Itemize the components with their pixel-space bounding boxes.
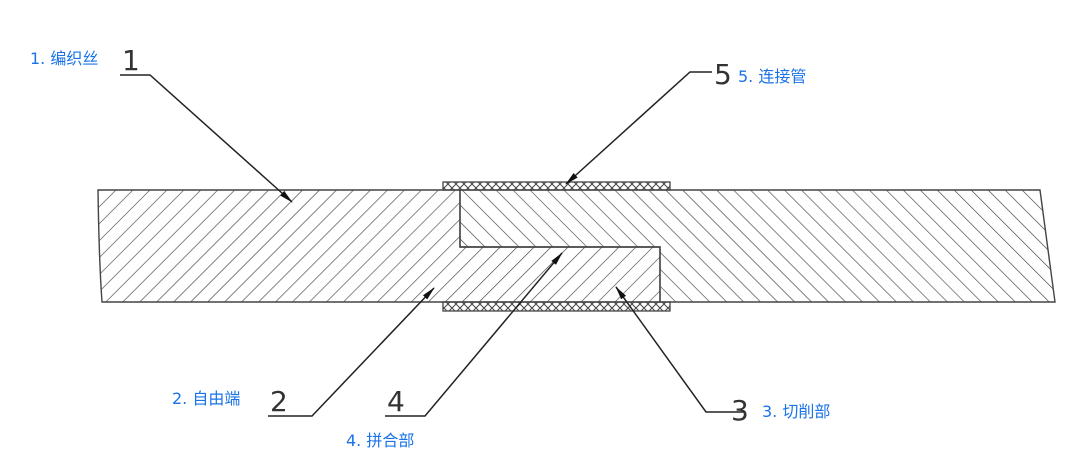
label-braided-wire: 1. 编织丝	[30, 49, 99, 68]
part-number-1: 1	[122, 44, 140, 77]
part-number-5: 5	[714, 58, 732, 91]
leader-4	[385, 252, 563, 417]
leader-3	[615, 286, 745, 413]
part-number-4: 4	[387, 385, 405, 418]
label-splice-section: 4. 拼合部	[346, 431, 415, 450]
label-connecting-tube: 5. 连接管	[738, 67, 807, 86]
leader-1	[120, 74, 293, 203]
leader-2	[268, 287, 435, 417]
leader-5	[565, 71, 712, 185]
label-free-end: 2. 自由端	[172, 389, 241, 408]
part-number-2: 2	[270, 385, 288, 418]
label-cut-section: 3. 切削部	[762, 402, 831, 421]
right-braided-wire	[459, 189, 1056, 303]
part-number-3: 3	[731, 394, 749, 427]
